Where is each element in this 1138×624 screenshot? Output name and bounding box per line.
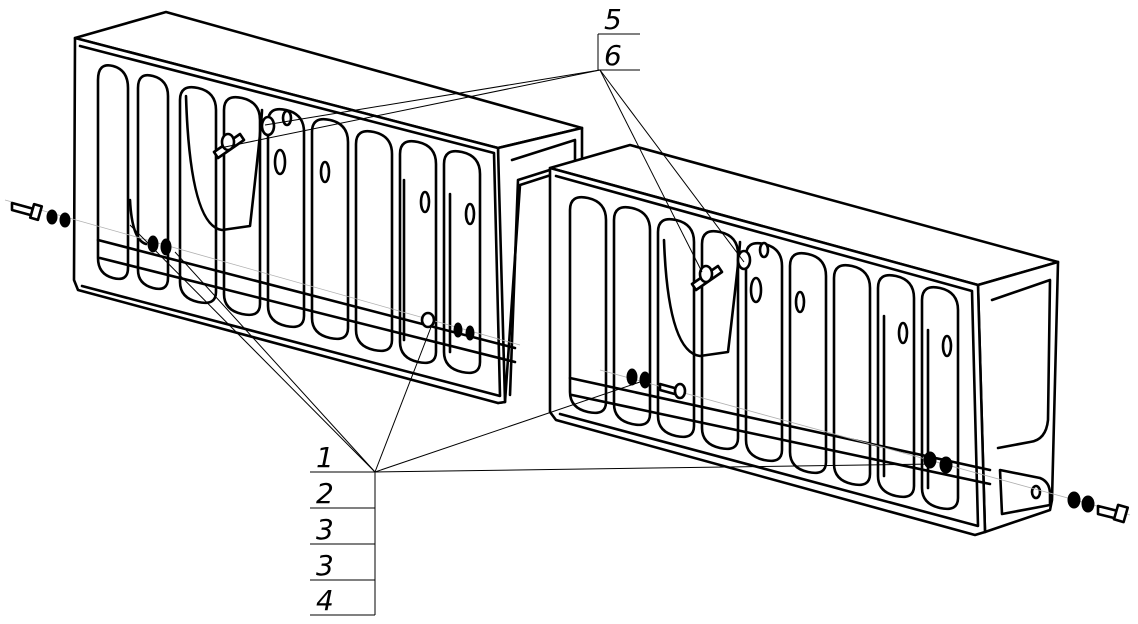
right-slot-1 [568,195,608,415]
right-slot-6 [788,251,828,475]
right-slot-2 [612,205,652,427]
right-lower-nut-a [626,368,638,386]
left-box-slots [96,64,482,375]
right-end-washer-icon [1081,495,1095,513]
left-slot-3 [178,85,218,305]
left-slot-9 [442,149,482,375]
left-end-nut-icon [59,212,71,228]
left-lower-nut-d [453,322,463,338]
callout-3a: 3 [316,513,334,546]
right-end-bolt-icon [1096,503,1130,524]
right-slot-9 [920,285,960,511]
right-box-front-rim [554,174,980,528]
left-hole-d [464,202,476,226]
left-slot-5 [266,107,306,329]
fastener-axis-right [599,369,1131,516]
callout-3b: 3 [316,549,334,582]
left-box-inner-plate-b [128,198,148,246]
right-box-slots [568,195,960,511]
left-box-inner-plate-a [184,94,264,232]
left-slot-6 [310,117,350,341]
right-hole-c [897,321,909,345]
callout-5: 5 [604,3,622,36]
callout-stack-top: 5 6 [597,3,640,72]
right-end-nut-icon [1067,491,1081,509]
left-slot-4 [222,95,262,317]
left-lower-nut-b [160,238,172,256]
left-box-front-rim [78,44,502,398]
right-hole-b [794,290,806,314]
right-box-side-inner [990,278,1052,450]
callout-4: 4 [316,584,334,617]
right-upper-nut-icon [758,241,770,259]
left-end-washer-icon [46,209,58,225]
left-end-bolt-icon [10,201,44,222]
callout-stack-left: 1 2 3 3 4 [310,441,376,617]
left-hole-b [319,160,331,184]
right-slot-7 [832,263,872,487]
leader-lines [129,69,936,473]
right-box-mount-tab [998,468,1052,516]
left-hole-a [273,148,287,176]
left-upper-washer-icon [260,115,276,137]
right-tab-hole [1030,484,1042,500]
right-upper-washer-icon [736,249,752,271]
left-upper-nut-icon [281,109,293,127]
left-slot-7 [354,129,394,353]
callout-1: 1 [316,441,334,474]
right-slot-5 [744,241,784,463]
right-slot-8 [876,273,916,499]
right-slot-3 [656,217,696,439]
left-lower-washer-c [420,311,436,329]
left-lower-nut-e [465,325,475,341]
left-box [72,10,584,405]
left-lower-nut-a [147,235,159,253]
right-lower-nut-b [639,371,651,389]
right-hole-a [749,276,763,304]
left-slot-2 [136,73,170,291]
right-box [548,143,1060,537]
right-upper-bolt-icon [690,264,724,292]
right-lower-bolt-icon [658,382,687,400]
callout-2: 2 [316,477,334,510]
callout-6: 6 [604,39,622,72]
right-slot-4 [700,229,740,451]
left-slot-8 [398,139,438,365]
right-lower-nut-d [939,456,953,474]
right-lower-nut-c [923,451,937,469]
right-hole-d [941,334,953,358]
left-hole-c [419,190,431,214]
left-slot-1 [96,64,130,281]
